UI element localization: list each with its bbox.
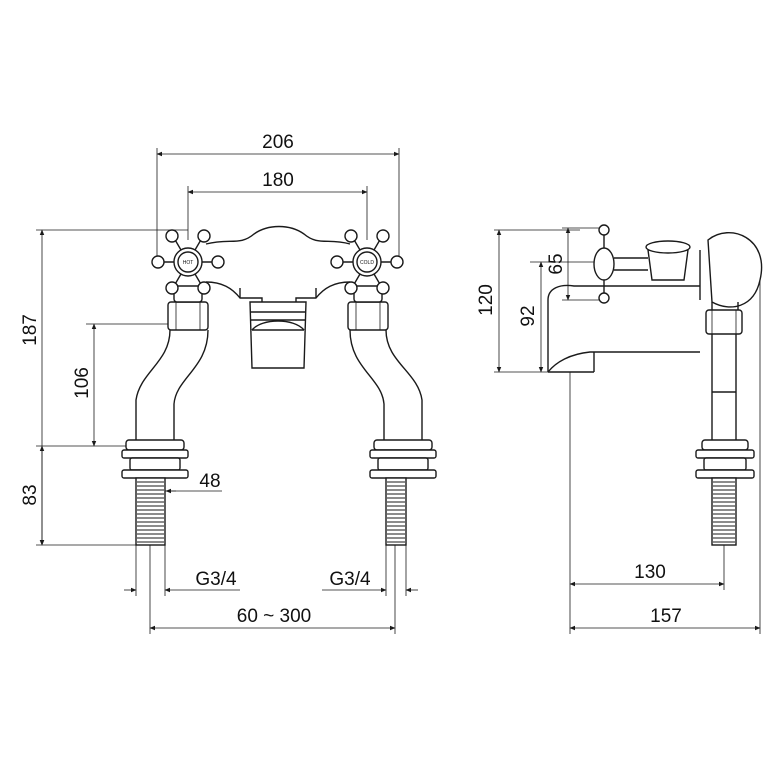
dimension-206: 206 (156, 132, 400, 262)
left-union-nut (167, 285, 209, 331)
dimension-65-label: 65 (546, 253, 567, 274)
thread-label-right: G3/4 (329, 569, 371, 590)
front-view: 206 180 187 106 83 (20, 132, 437, 634)
dimension-130: 130 (569, 372, 725, 634)
spout-front (249, 301, 307, 369)
side-handle (593, 224, 691, 304)
dimension-206-label: 206 (262, 132, 294, 153)
dimension-83-label: 83 (20, 484, 41, 505)
hot-crosshead-handle: HOT (151, 229, 225, 295)
dimension-65: 65 (546, 227, 604, 301)
dimension-spacing-label: 60 ~ 300 (237, 606, 312, 627)
hot-label: HOT (183, 260, 194, 266)
dimension-92: 92 (518, 261, 596, 373)
side-body (547, 232, 763, 440)
thread-label-left: G3/4 (195, 569, 237, 590)
right-union-nut (347, 285, 389, 331)
right-pipe (349, 329, 423, 440)
bridge-body (205, 225, 351, 369)
dimension-spacing: 60 ~ 300 (149, 606, 396, 631)
right-base-fitting (369, 439, 437, 546)
thread-dimensions: G3/4 G3/4 (124, 545, 418, 634)
dimension-157-label: 157 (650, 606, 682, 627)
left-base-fitting (121, 439, 189, 546)
dimension-92-label: 92 (518, 305, 539, 326)
dimension-106-label: 106 (72, 367, 93, 399)
dimension-130-label: 130 (634, 562, 666, 583)
side-head (707, 232, 763, 308)
cold-crosshead-handle: COLD (330, 229, 404, 295)
dimension-106: 106 (72, 323, 170, 447)
dimension-48-label: 48 (199, 471, 220, 492)
side-base-fitting (695, 439, 755, 546)
dimension-120-label: 120 (476, 284, 497, 316)
left-pipe (135, 329, 209, 440)
cold-label: COLD (360, 260, 374, 266)
dimension-187-label: 187 (20, 314, 41, 346)
side-view: 120 92 65 (476, 224, 763, 634)
dimension-180-label: 180 (262, 170, 294, 191)
dimension-157: 157 (569, 280, 761, 634)
dimension-180: 180 (187, 170, 368, 240)
dimension-83: 83 (20, 445, 86, 546)
dimension-120: 120 (476, 229, 580, 373)
